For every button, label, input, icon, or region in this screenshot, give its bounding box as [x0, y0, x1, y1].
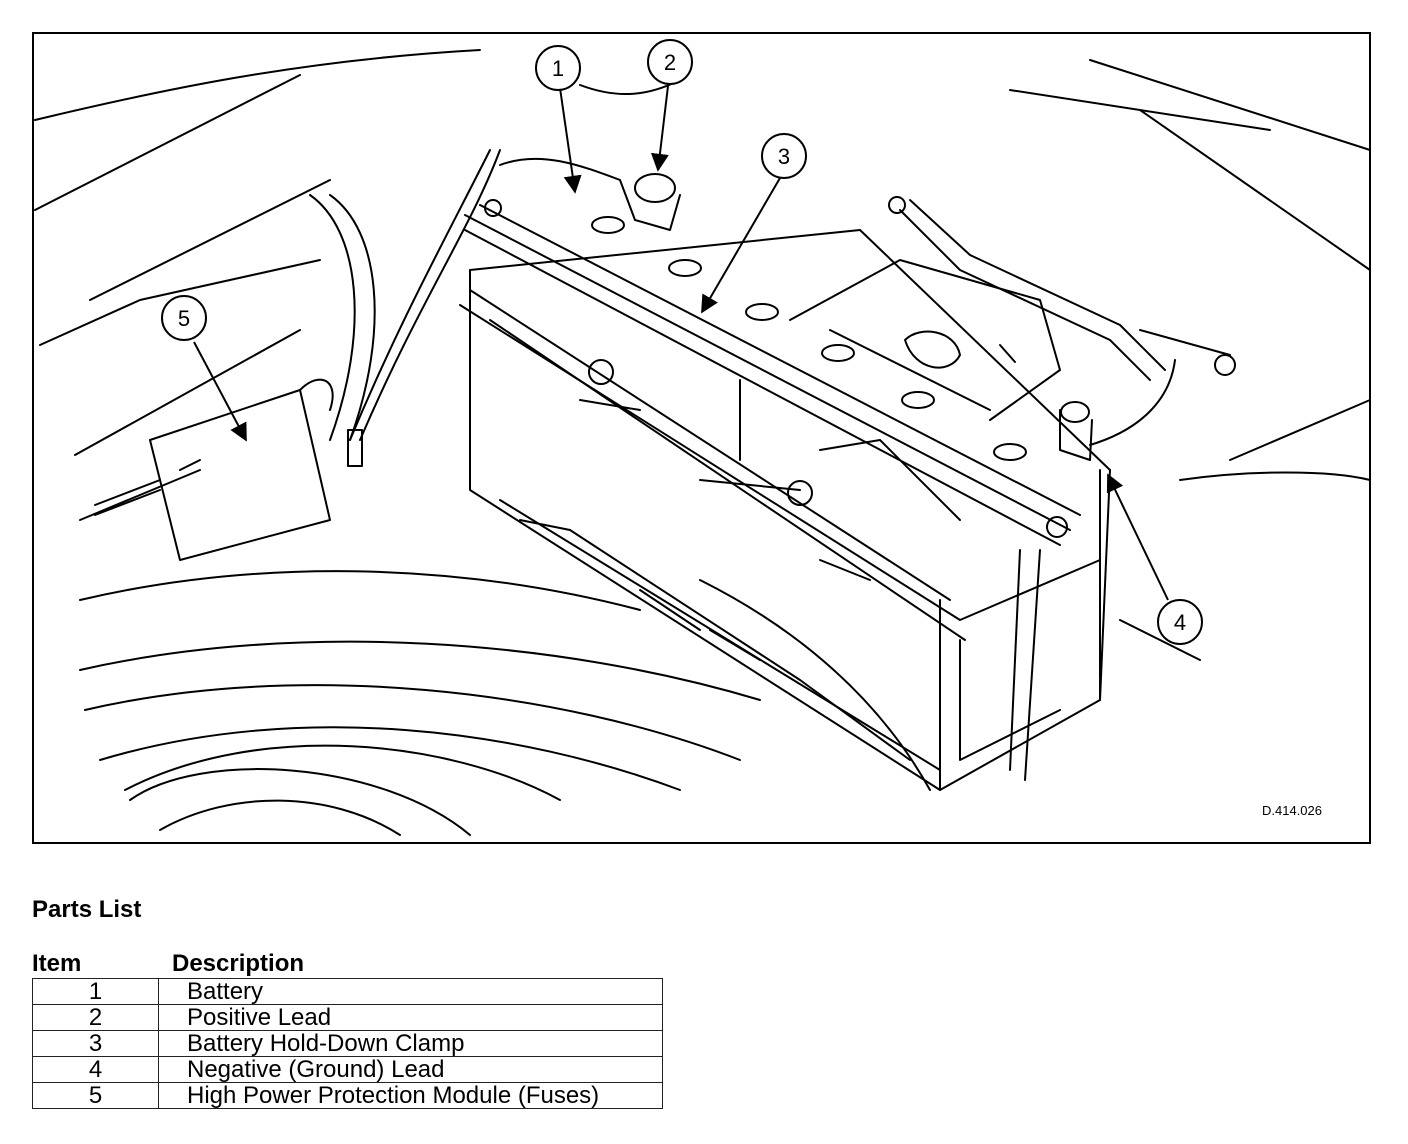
description-column-header: Description	[172, 950, 305, 977]
item-number: 2	[32, 1004, 159, 1031]
item-description: Negative (Ground) Lead	[158, 1056, 663, 1083]
parts-table: 1 Battery 2 Positive Lead 3 Battery Hold…	[32, 978, 663, 1109]
figure-code: D.414.026	[1262, 803, 1322, 818]
table-row: 4 Negative (Ground) Lead	[32, 1056, 663, 1083]
table-row: 1 Battery	[32, 978, 663, 1005]
callout-label-1: 1	[552, 56, 564, 81]
item-description: Battery Hold-Down Clamp	[158, 1030, 663, 1057]
leader-3	[701, 177, 781, 314]
table-row: 5 High Power Protection Module (Fuses)	[32, 1082, 663, 1109]
item-column-header: Item	[32, 950, 82, 977]
callout-label-3: 3	[778, 144, 790, 169]
callout-4	[1157, 599, 1203, 645]
item-description: High Power Protection Module (Fuses)	[158, 1082, 663, 1109]
callout-1	[535, 45, 581, 91]
callout-label-5: 5	[178, 306, 190, 331]
leader-5	[193, 341, 247, 442]
table-row: 2 Positive Lead	[32, 1004, 663, 1031]
leader-2	[650, 85, 669, 172]
callout-label-2: 2	[664, 50, 676, 75]
parts-list-title: Parts List	[32, 896, 142, 923]
callout-2	[647, 39, 693, 85]
line-art	[34, 49, 1371, 836]
item-number: 5	[32, 1082, 159, 1109]
callouts	[161, 39, 1203, 645]
leader-4	[1106, 473, 1169, 601]
callout-5	[161, 295, 207, 341]
item-description: Positive Lead	[158, 1004, 663, 1031]
figure-border	[32, 32, 1371, 844]
callout-label-4: 4	[1174, 610, 1186, 635]
item-number: 4	[32, 1056, 159, 1083]
item-description: Battery	[158, 978, 663, 1005]
callout-3	[761, 133, 807, 179]
leader-1	[559, 87, 582, 194]
battery-diagram: 1 2 3 4 5 D.414.026	[32, 32, 1371, 844]
table-row: 3 Battery Hold-Down Clamp	[32, 1030, 663, 1057]
item-number: 3	[32, 1030, 159, 1057]
item-number: 1	[32, 978, 159, 1005]
